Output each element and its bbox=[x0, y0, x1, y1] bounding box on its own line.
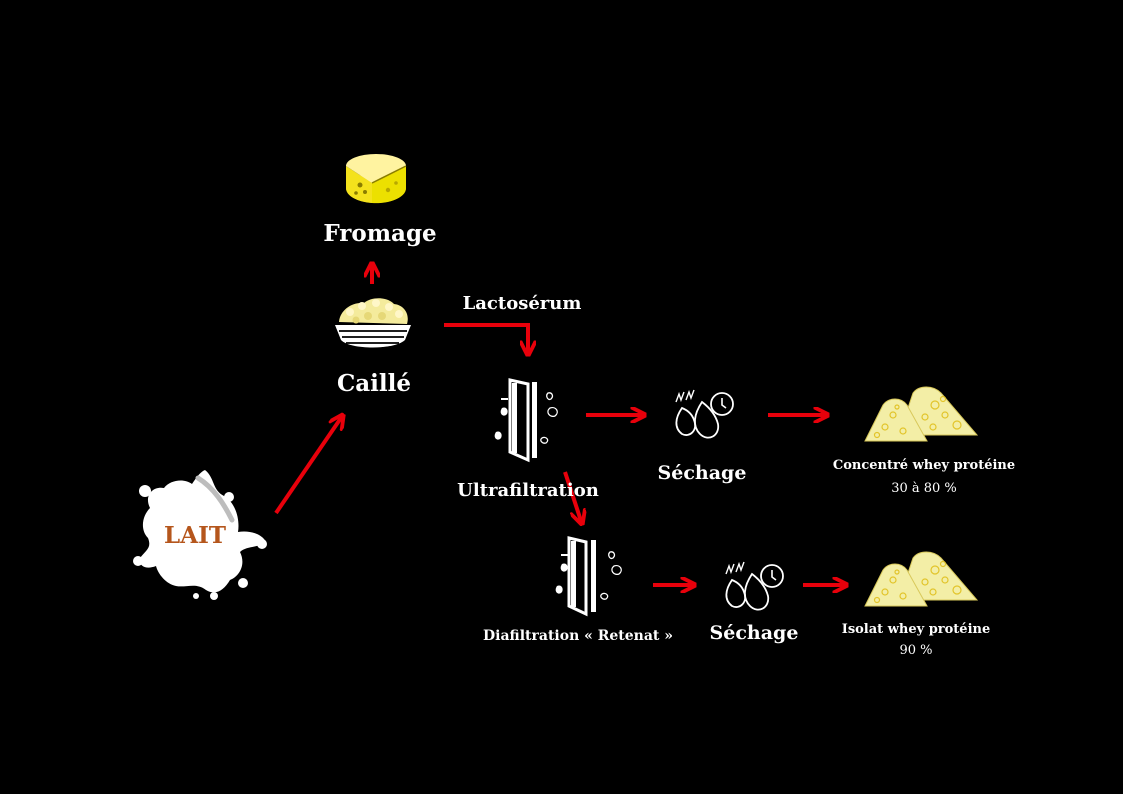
node-lactoserum-label: Lactosérum bbox=[462, 293, 582, 314]
node-ultrafiltration-label: Ultrafiltration bbox=[457, 480, 599, 501]
drying-drops-icon bbox=[725, 561, 784, 611]
filtration-membrane-icon bbox=[555, 536, 622, 617]
node-concentre-label: Concentré whey protéine bbox=[832, 458, 1016, 473]
node-sechage-2-label: Séchage bbox=[709, 622, 799, 644]
drying-drops-icon bbox=[675, 389, 734, 439]
node-concentre-percent: 30 à 80 % bbox=[891, 481, 957, 496]
filtration-membrane-icon bbox=[494, 378, 558, 463]
curd-bowl-icon bbox=[335, 298, 411, 348]
milk-splash-icon bbox=[133, 470, 267, 600]
node-diafiltration-label: Diafiltration « Retenat » bbox=[483, 628, 673, 644]
node-caille-label: Caillé bbox=[336, 370, 412, 397]
node-fromage-label: Fromage bbox=[323, 220, 437, 247]
node-sechage-1-label: Séchage bbox=[657, 462, 747, 484]
arrow-uf-to-diafiltration bbox=[563, 471, 582, 524]
powder-pile-icon bbox=[864, 386, 979, 442]
powder-pile-icon bbox=[864, 551, 979, 607]
arrow-lait-to-caille bbox=[274, 415, 343, 515]
node-lait-label: LAIT bbox=[164, 522, 226, 549]
node-isolat-label: Isolat whey protéine bbox=[841, 622, 991, 637]
arrow-lactoserum bbox=[444, 323, 528, 355]
cheese-wheel-icon bbox=[345, 154, 407, 204]
node-isolat-percent: 90 % bbox=[899, 643, 933, 658]
